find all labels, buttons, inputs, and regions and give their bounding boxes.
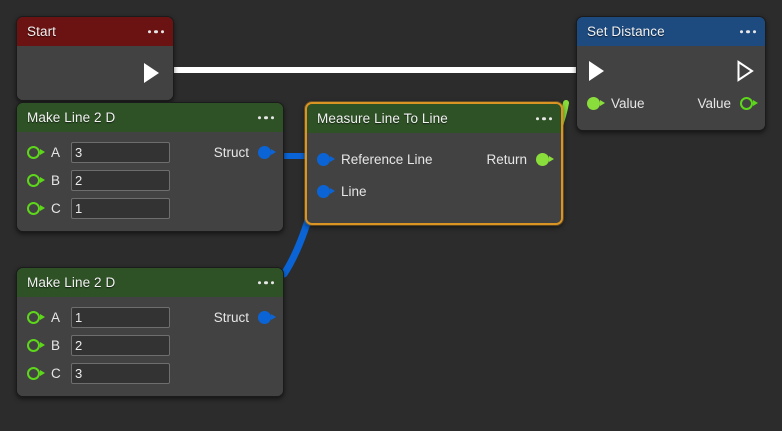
row-exec-pins [577, 54, 765, 88]
output-label-value: Value [697, 95, 731, 111]
input-label-c: C [51, 365, 61, 381]
node-make-line-2d-bottom-body: A Struct B C [17, 297, 283, 396]
row-value: Value Value [577, 88, 765, 118]
node-make-line-2d-top-body: A Struct B C [17, 132, 283, 231]
ellipsis-icon[interactable] [257, 115, 274, 120]
output-label-struct: Struct [213, 309, 249, 325]
row-input-b: B [17, 166, 283, 194]
node-measure-line-to-line[interactable]: Measure Line To Line Reference Line Retu… [305, 102, 563, 225]
start-exec-row [17, 56, 173, 90]
row-input-b: B [17, 331, 283, 359]
input-field-b[interactable] [71, 169, 170, 191]
row-line: Line [307, 175, 561, 207]
input-label-line: Line [341, 183, 367, 199]
node-start[interactable]: Start [16, 16, 174, 101]
input-label-b: B [51, 172, 61, 188]
node-start-body [17, 46, 173, 100]
input-label-b: B [51, 337, 61, 353]
node-make-line-2d-bottom-title: Make Line 2 D [27, 275, 116, 290]
ellipsis-icon[interactable] [739, 29, 756, 34]
green-filled-pin[interactable] [536, 152, 554, 167]
node-make-line-2d-top-header[interactable]: Make Line 2 D [17, 103, 283, 132]
row-input-c: C [17, 359, 283, 387]
node-make-line-2d-bottom[interactable]: Make Line 2 D A Struct [16, 267, 284, 397]
green-hollow-pin[interactable] [27, 366, 45, 381]
green-filled-pin[interactable] [587, 96, 605, 111]
blue-filled-pin[interactable] [258, 310, 276, 325]
ellipsis-icon[interactable] [257, 280, 274, 285]
input-label-value: Value [611, 95, 645, 111]
output-label-return: Return [486, 151, 527, 167]
input-label-c: C [51, 200, 61, 216]
exec-triangle-filled-icon[interactable] [142, 62, 161, 84]
input-label-a: A [51, 144, 61, 160]
node-start-header[interactable]: Start [17, 17, 173, 46]
node-set-distance[interactable]: Set Distance [576, 16, 766, 131]
node-set-distance-title: Set Distance [587, 24, 665, 39]
row-input-c: C [17, 194, 283, 222]
node-measure-line-to-line-title: Measure Line To Line [317, 111, 448, 126]
node-start-title: Start [27, 24, 57, 39]
green-hollow-pin[interactable] [27, 201, 45, 216]
node-measure-line-to-line-body: Reference Line Return Line [307, 133, 561, 223]
exec-triangle-hollow-icon[interactable] [736, 60, 755, 82]
node-measure-line-to-line-header[interactable]: Measure Line To Line [307, 104, 561, 133]
node-make-line-2d-top[interactable]: Make Line 2 D A Struct [16, 102, 284, 232]
ellipsis-icon[interactable] [147, 29, 164, 34]
output-label-struct: Struct [213, 144, 249, 160]
input-label-a: A [51, 309, 61, 325]
input-label-reference-line: Reference Line [341, 151, 433, 167]
green-hollow-pin[interactable] [27, 173, 45, 188]
node-set-distance-header[interactable]: Set Distance [577, 17, 765, 46]
green-hollow-pin[interactable] [27, 338, 45, 353]
node-set-distance-body: Value Value [577, 46, 765, 130]
green-hollow-pin[interactable] [27, 310, 45, 325]
input-field-c[interactable] [71, 197, 170, 219]
blue-filled-pin[interactable] [317, 152, 335, 167]
node-make-line-2d-bottom-header[interactable]: Make Line 2 D [17, 268, 283, 297]
input-field-a[interactable] [71, 141, 170, 163]
green-hollow-pin[interactable] [27, 145, 45, 160]
row-reference-line: Reference Line Return [307, 143, 561, 175]
exec-triangle-filled-icon[interactable] [587, 60, 606, 82]
input-field-c[interactable] [71, 362, 170, 384]
row-input-a: A Struct [17, 303, 283, 331]
ellipsis-icon[interactable] [535, 116, 552, 121]
node-make-line-2d-top-title: Make Line 2 D [27, 110, 116, 125]
blue-filled-pin[interactable] [258, 145, 276, 160]
input-field-b[interactable] [71, 334, 170, 356]
blue-filled-pin[interactable] [317, 184, 335, 199]
input-field-a[interactable] [71, 306, 170, 328]
green-hollow-pin[interactable] [740, 96, 758, 111]
row-input-a: A Struct [17, 138, 283, 166]
